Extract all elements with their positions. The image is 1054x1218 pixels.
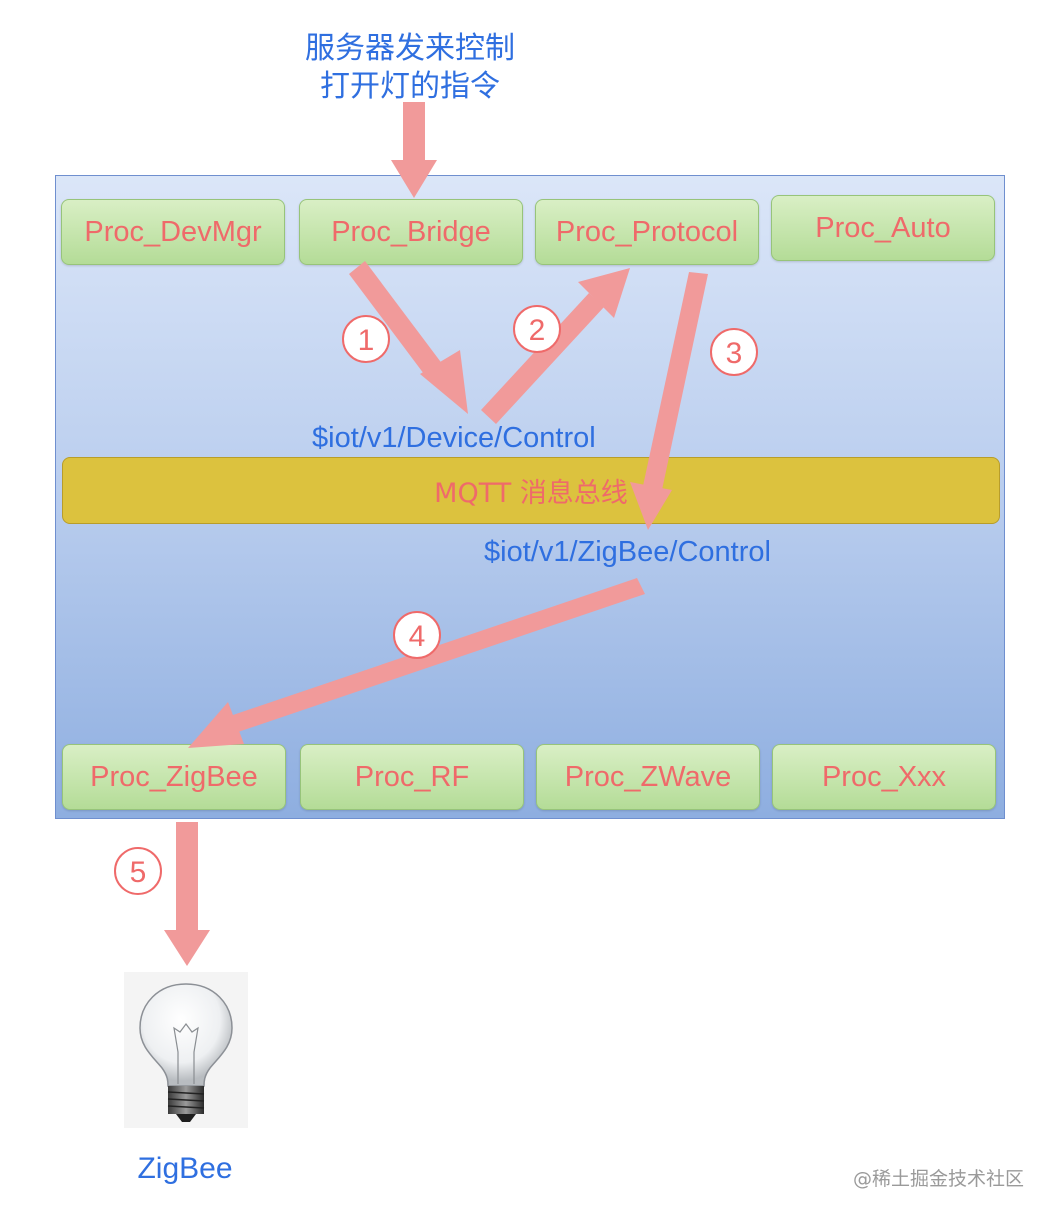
title-line-1: 服务器发来控制 — [305, 31, 515, 66]
proc-rf-box: Proc_RF — [300, 744, 524, 810]
step-number-1: 1 — [358, 324, 375, 357]
title-line-2: 打开灯的指令 — [320, 69, 500, 104]
step-marker-3: 3 — [710, 328, 758, 376]
arrow-step-3 — [630, 272, 708, 530]
step-marker-4: 4 — [393, 611, 441, 659]
topic-device-control: $iot/v1/Device/Control — [312, 422, 596, 454]
arrow-step-2 — [481, 268, 630, 424]
step-number-4: 4 — [409, 620, 426, 653]
light-bulb-icon — [139, 983, 233, 1122]
arrow-step-5 — [164, 822, 210, 966]
proc-bridge-box: Proc_Bridge — [299, 199, 523, 265]
step-number-2: 2 — [529, 314, 546, 347]
proc-zigbee-box: Proc_ZigBee — [62, 744, 286, 810]
step-number-3: 3 — [726, 337, 743, 370]
proc-auto-box: Proc_Auto — [771, 195, 995, 261]
light-bulb-image — [124, 972, 248, 1128]
topic-zigbee-control: $iot/v1/ZigBee/Control — [484, 536, 771, 568]
arrow-step-4 — [188, 578, 645, 748]
mqtt-bus: MQTT 消息总线 — [62, 457, 1000, 524]
proc-xxx-box: Proc_Xxx — [772, 744, 996, 810]
arrow-title-to-bridge — [391, 102, 437, 198]
step-marker-1: 1 — [342, 315, 390, 363]
proc-protocol-box: Proc_Protocol — [535, 199, 759, 265]
step-number-5: 5 — [130, 856, 147, 889]
proc-devmgr-box: Proc_DevMgr — [61, 199, 285, 265]
watermark: @稀土掘金技术社区 — [852, 1168, 1024, 1190]
zigbee-device-label: ZigBee — [137, 1152, 233, 1185]
step-marker-5: 5 — [114, 847, 162, 895]
arrow-step-1 — [349, 261, 468, 414]
step-marker-2: 2 — [513, 305, 561, 353]
proc-zwave-box: Proc_ZWave — [536, 744, 760, 810]
